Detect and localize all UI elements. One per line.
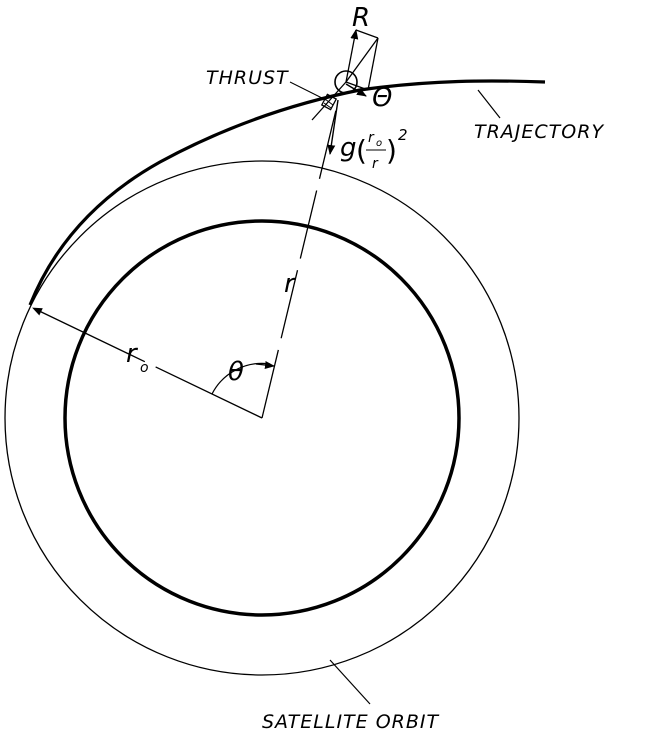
radial-force-label: R [352, 3, 370, 33]
thrust-leader [289, 81, 327, 101]
gravity-exponent: 2 [398, 126, 408, 144]
angle-arc [211, 362, 271, 395]
thrust-label: THRUST [206, 67, 289, 89]
trajectory-curve [28, 79, 546, 306]
angle-label: θ [228, 357, 244, 387]
satellite-orbit-label: SATELLITE ORBIT [262, 711, 440, 733]
initial-radius-r: r [126, 339, 139, 369]
trajectory-label: TRAJECTORY [474, 121, 604, 143]
vehicle-icon [334, 70, 358, 94]
gravity-numerator: r [368, 130, 375, 146]
radius-line [261, 109, 337, 419]
gravity-paren-open: ( [356, 134, 367, 167]
initial-radius-label: r o [126, 339, 149, 376]
tangential-force-arrow [345, 83, 367, 97]
gravity-numerator-sub: o [376, 138, 382, 149]
satellite-orbit-circle [4, 160, 520, 676]
planet-circle [63, 219, 461, 617]
gravity-denominator: r [372, 156, 379, 172]
tangential-force-label: Θ [372, 83, 392, 113]
initial-radius-line [32, 307, 263, 419]
gravity-arrow [327, 99, 339, 155]
trajectory-leader [477, 89, 501, 119]
radius-label: r [284, 269, 297, 299]
gravity-g: g [340, 133, 357, 163]
gravity-expression: g ( r o r ) 2 [340, 126, 408, 172]
gravity-paren-close: ) [386, 134, 397, 167]
initial-radius-sub: o [140, 360, 149, 376]
orbit-leader [329, 659, 371, 705]
angle-arrow [255, 361, 275, 369]
force-parallelogram [345, 29, 379, 91]
thrust-vector [311, 81, 347, 121]
